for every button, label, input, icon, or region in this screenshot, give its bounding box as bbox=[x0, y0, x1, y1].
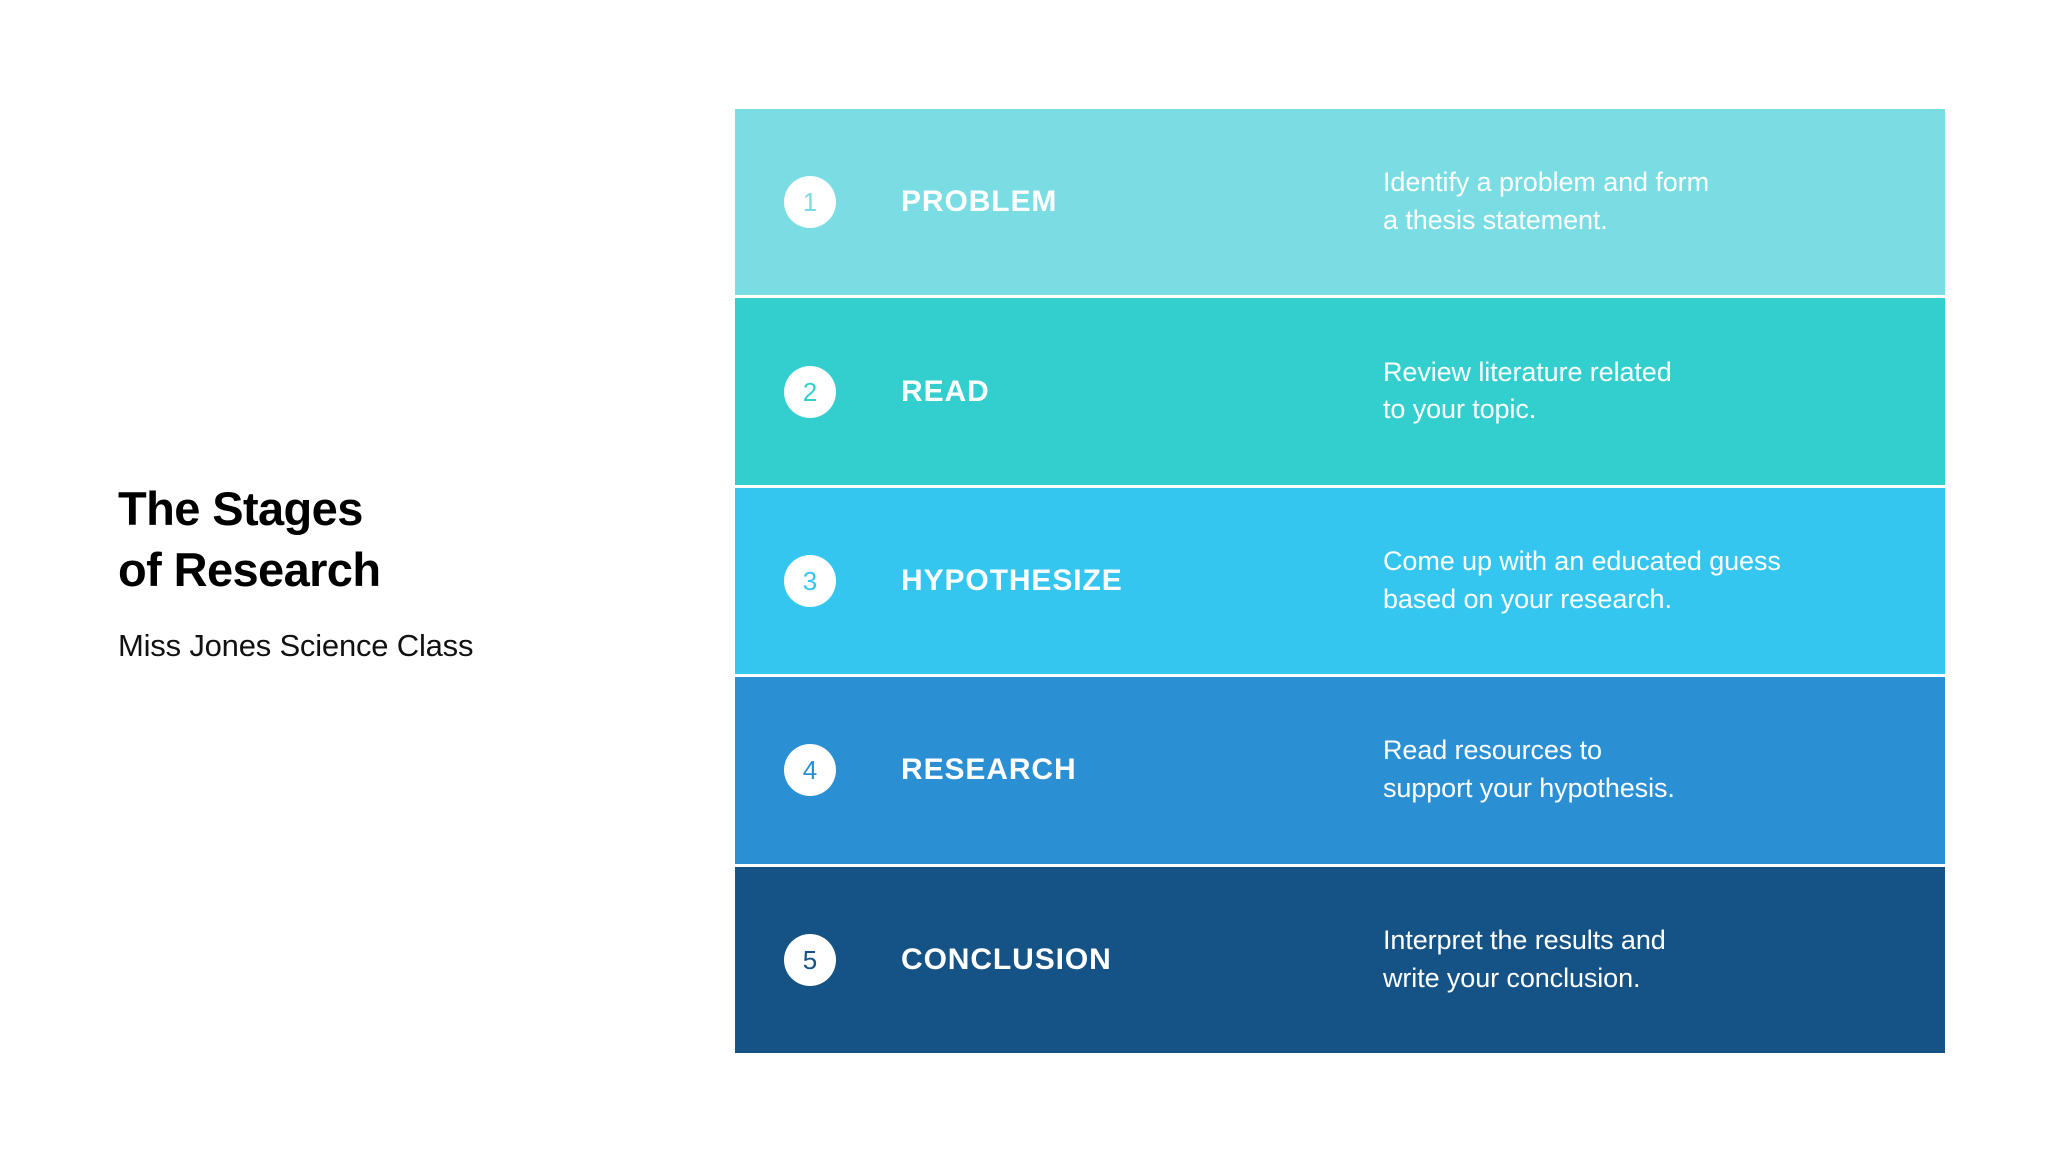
stage-row-research: 4 RESEARCH Read resources to support you… bbox=[735, 677, 1945, 864]
stage-row-problem: 1 PROBLEM Identify a problem and form a … bbox=[735, 109, 1945, 296]
stage-label: HYPOTHESIZE bbox=[901, 564, 1123, 598]
stage-number-badge: 3 bbox=[784, 555, 836, 608]
stage-description: Come up with an educated guess based on … bbox=[1383, 546, 1781, 615]
stage-number-badge: 4 bbox=[784, 744, 836, 797]
stage-description: Interpret the results and write your con… bbox=[1383, 925, 1666, 993]
stage-label: RESEARCH bbox=[901, 753, 1077, 787]
stage-label: PROBLEM bbox=[901, 185, 1058, 219]
stage-number-badge: 2 bbox=[784, 365, 836, 418]
stage-number: 3 bbox=[802, 566, 818, 597]
stage-number: 4 bbox=[802, 755, 818, 786]
stages-list: 1 PROBLEM Identify a problem and form a … bbox=[735, 109, 1945, 1054]
stage-label: READ bbox=[901, 374, 990, 408]
page-title: The Stages of Research bbox=[118, 482, 381, 597]
page-subtitle: Miss Jones Science Class bbox=[118, 628, 474, 664]
stage-number-badge: 5 bbox=[784, 933, 836, 986]
stage-label: CONCLUSION bbox=[901, 942, 1112, 976]
stage-number: 5 bbox=[802, 944, 818, 975]
stage-number: 2 bbox=[802, 376, 818, 407]
stage-row-hypothesize: 3 HYPOTHESIZE Come up with an educated g… bbox=[735, 487, 1945, 675]
stage-number: 1 bbox=[802, 187, 818, 218]
stage-description: Review literature related to your topic. bbox=[1383, 356, 1672, 425]
stage-description: Read resources to support your hypothesi… bbox=[1383, 735, 1675, 804]
stage-row-conclusion: 5 CONCLUSION Interpret the results and w… bbox=[735, 866, 1945, 1054]
stage-description: Identify a problem and form a thesis sta… bbox=[1383, 167, 1709, 236]
title-block: The Stages of Research Miss Jones Scienc… bbox=[118, 478, 678, 666]
stage-number-badge: 1 bbox=[784, 176, 836, 229]
stage-row-read: 2 READ Review literature related to your… bbox=[735, 298, 1945, 485]
